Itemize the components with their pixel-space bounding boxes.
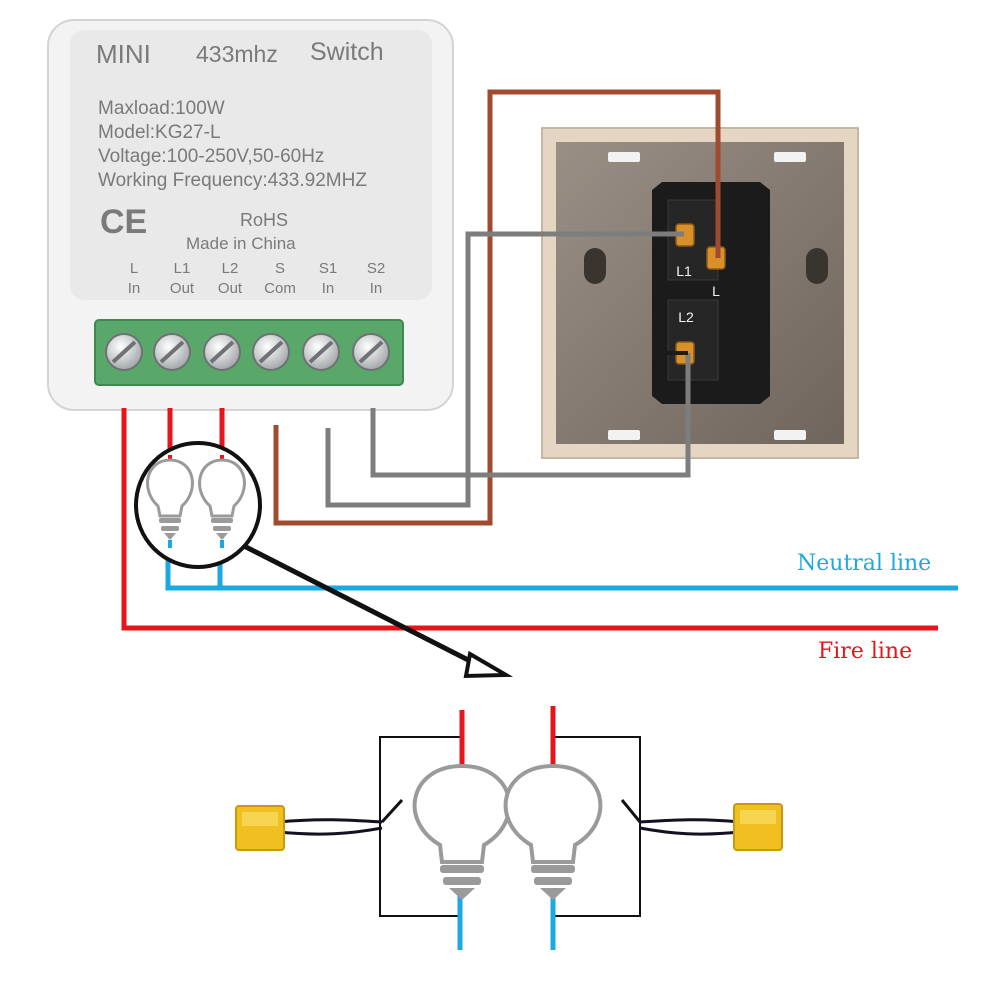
- fire-line-label: Fire line: [818, 639, 912, 664]
- plate-clip: [774, 430, 806, 440]
- switch-l2-slot: [667, 299, 719, 381]
- capacitor-left-icon: [235, 798, 404, 851]
- wire-grey-s1-to-l1: [325, 231, 684, 508]
- spec-model: Model:KG27-L: [98, 122, 221, 143]
- switch-label-l1: L1: [676, 263, 692, 279]
- plate-clip: [774, 152, 806, 162]
- terminal-role-l: In: [128, 280, 141, 297]
- terminal-role-s1: In: [322, 280, 335, 297]
- spec-maxload: Maxload:100W: [98, 98, 225, 119]
- screw-s1: [302, 333, 340, 371]
- mount-hole: [584, 248, 606, 284]
- screw-s2: [352, 333, 390, 371]
- terminal-role-l2: Out: [218, 280, 243, 297]
- detail-left-wire: [379, 736, 462, 917]
- wire-fire-line: [121, 408, 938, 631]
- bulb-small-icon: [198, 458, 246, 548]
- bulb-small-icon: [146, 458, 194, 548]
- terminal-name-s1: S1: [319, 260, 337, 277]
- lamp-capacitor-detail: [235, 706, 783, 950]
- terminal-name-l2: L2: [222, 260, 239, 277]
- mini-switch-module: MINI 433mhz Switch Maxload:100W Model:KG…: [47, 19, 454, 411]
- module-frequency: 433mhz: [196, 41, 278, 67]
- screw-l: [105, 333, 143, 371]
- wire-brown-com-to-l: [273, 89, 721, 526]
- module-brand: MINI: [96, 39, 151, 69]
- module-type: Switch: [310, 38, 384, 66]
- wall-switch-back: L1 L L2: [541, 127, 859, 459]
- capacitor-right-icon: [620, 799, 783, 851]
- screw-l2: [203, 333, 241, 371]
- terminal-name-l: L: [130, 260, 138, 277]
- terminal-role-s2: In: [370, 280, 383, 297]
- mount-hole: [806, 248, 828, 284]
- lamp-group-zoom-circle: [134, 441, 262, 569]
- terminal-name-s2: S2: [367, 260, 385, 277]
- neutral-line-label: Neutral line: [797, 551, 931, 576]
- terminal-role-s: Com: [264, 280, 296, 297]
- rohs-label: RoHS: [240, 210, 288, 230]
- terminal-name-s: S: [275, 260, 285, 277]
- made-in-label: Made in China: [186, 234, 296, 253]
- switch-label-l: L: [712, 283, 720, 299]
- zoom-arrow-icon: [242, 543, 514, 679]
- plate-clip: [608, 430, 640, 440]
- ce-mark: CE: [100, 203, 147, 241]
- bulb-large-icon: [412, 763, 512, 900]
- terminal-role-l1: Out: [170, 280, 195, 297]
- detail-right-wire: [553, 736, 641, 917]
- terminal-name-l1: L1: [174, 260, 191, 277]
- screw-s: [252, 333, 290, 371]
- zoom-circle: [134, 441, 262, 569]
- spec-frequency: Working Frequency:433.92MHZ: [98, 170, 367, 191]
- screw-l1: [153, 333, 191, 371]
- switch-label-l2: L2: [678, 309, 694, 325]
- module-label-panel: [70, 30, 432, 300]
- wire-grey-s2-to-l2: [370, 353, 691, 478]
- spec-voltage: Voltage:100-250V,50-60Hz: [98, 146, 324, 167]
- terminal-screws: [105, 333, 390, 371]
- plate-clip: [608, 152, 640, 162]
- bulb-large-icon: [503, 763, 603, 900]
